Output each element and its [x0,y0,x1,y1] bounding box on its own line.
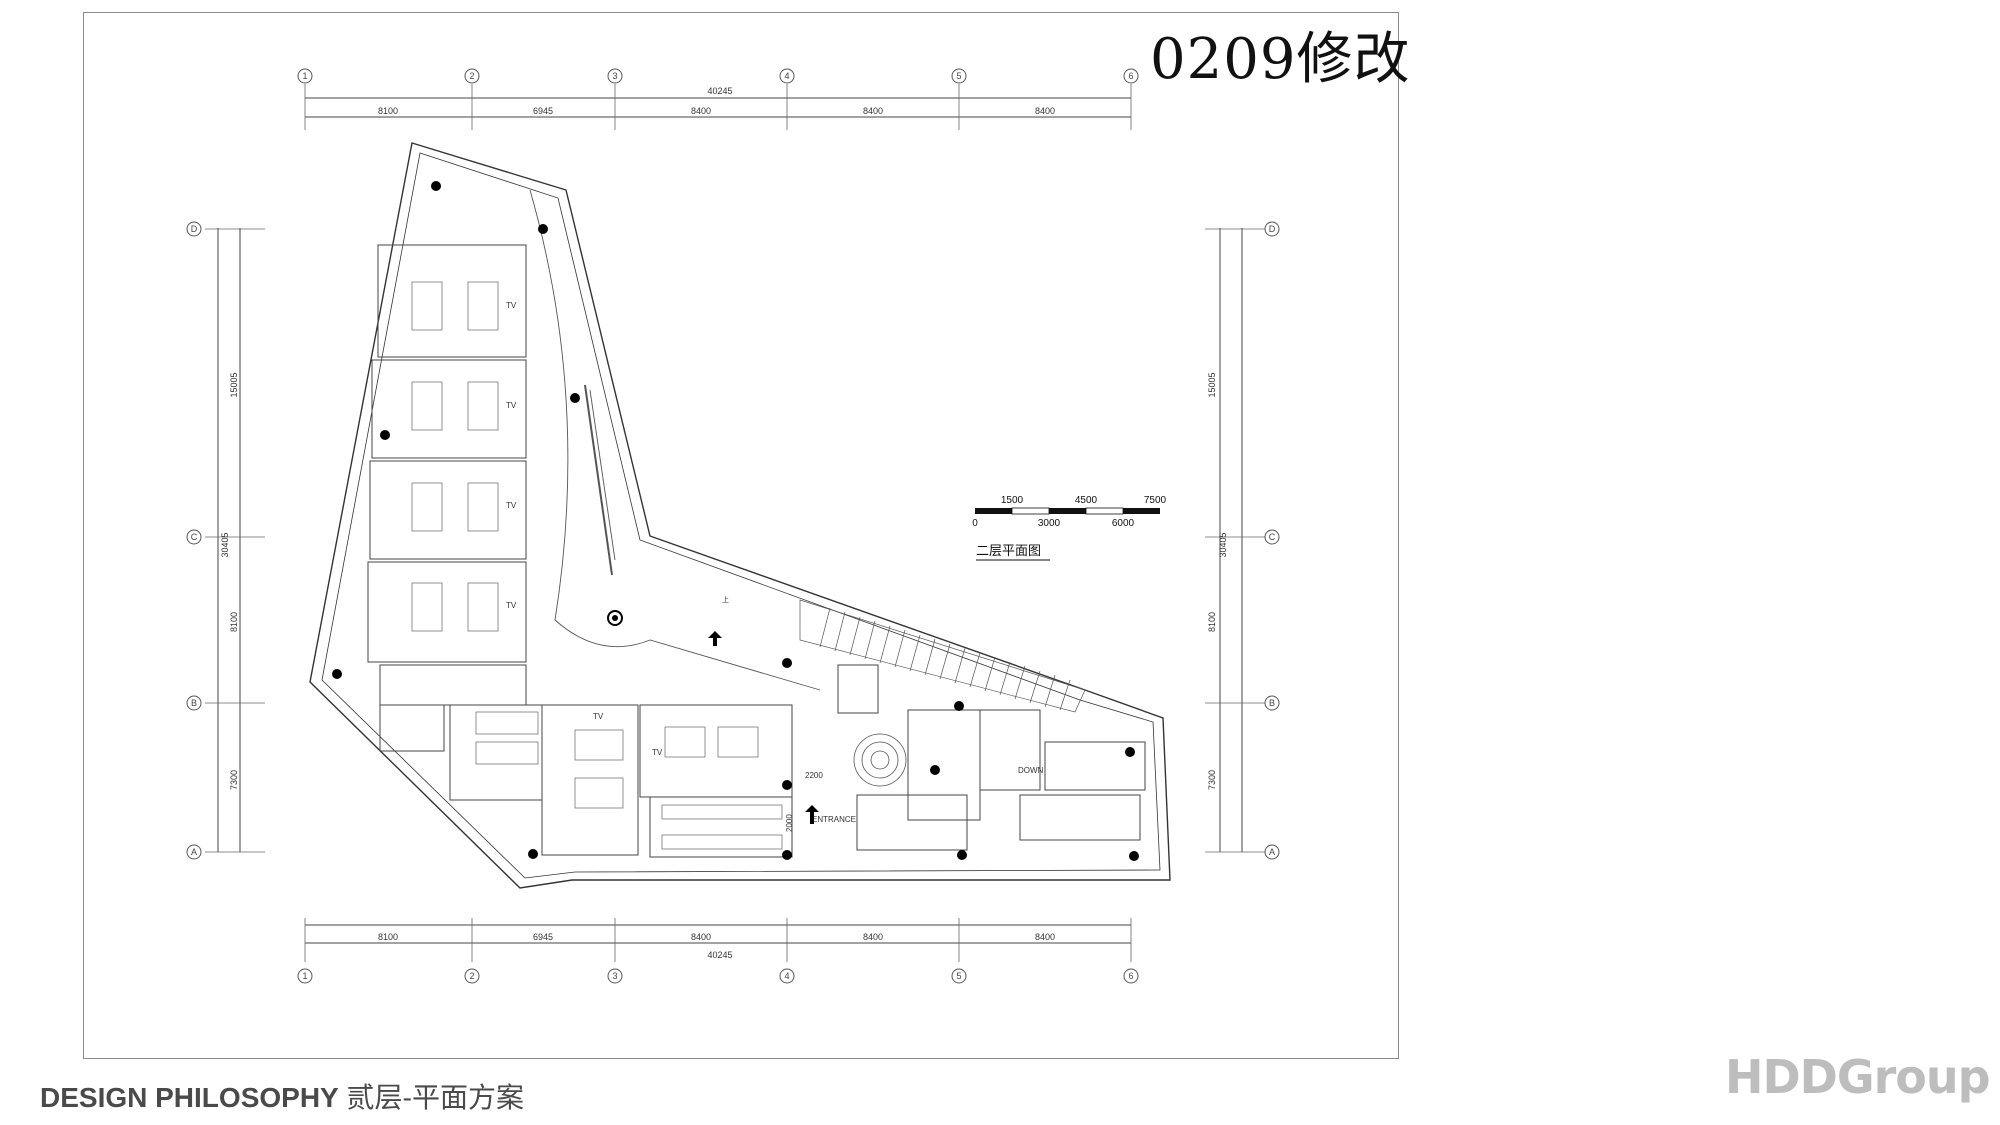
grid-bubbles-top [186,68,1280,984]
col-label-3: 3 [612,71,617,81]
dim-right-total: 30405 [1218,532,1228,557]
dim-left-3: 7300 [229,770,239,790]
dim-right-2: 8100 [1207,612,1217,632]
col-label-6-bottom: 6 [1128,971,1133,981]
scale-top-1: 1500 [1001,495,1024,506]
dim-top-2: 6945 [533,106,553,116]
col-label-4-bottom: 4 [784,971,789,981]
scale-top-2: 4500 [1075,495,1098,506]
col-label-3-bottom: 3 [612,971,617,981]
col-label-5: 5 [956,71,961,81]
entrance-label: ENTRANCE [812,815,856,824]
tv-label-1: TV [506,301,517,310]
corridor-column [607,610,623,626]
tv-label-3: TV [506,501,517,510]
round-feature [853,733,907,787]
footer-title-cn: 贰层-平面方案 [346,1081,524,1114]
col-label-5-bottom: 5 [956,971,961,981]
structural-columns [332,181,1139,861]
stair-hatch [799,599,1086,713]
dim-bottom-4: 8400 [863,932,883,942]
row-label-a-right: A [1269,847,1275,857]
scale-bottom-1: 0 [972,518,978,529]
dim-left-2: 8100 [229,612,239,632]
scale-bar: 1500 4500 7500 0 3000 6000 [972,495,1166,529]
col-label-2: 2 [469,71,474,81]
hdd-group-logo: HDDGroup [1725,1050,1991,1104]
col-label-4: 4 [784,71,789,81]
building-outline [309,142,1171,889]
dim-right-3: 7300 [1207,770,1217,790]
drawing-frame [83,12,1399,1059]
row-label-d-right: D [1269,224,1276,234]
up-arrow [708,631,819,824]
col-label-1-bottom: 1 [302,971,307,981]
dim-bottom-2: 6945 [533,932,553,942]
desk-clusters [411,281,783,850]
dim-top-4: 8400 [863,106,883,116]
tv-label-5: TV [593,712,604,721]
dim-2000: 2000 [785,814,794,832]
row-label-b: B [191,698,197,708]
footer-title-en: DESIGN PHILOSOPHY [40,1082,339,1113]
scale-top-3: 7500 [1144,495,1167,506]
tv-label-4: TV [506,601,517,610]
row-label-c: C [191,532,198,542]
tv-label-6: TV [652,748,663,757]
rooms [367,244,1146,858]
scale-bottom-3: 6000 [1112,518,1135,529]
dim-top-5: 8400 [1035,106,1055,116]
revision-stamp: 0209修改 [1150,27,1411,92]
dim-top-3: 8400 [691,106,711,116]
row-label-c-right: C [1269,532,1276,542]
row-label-a: A [191,847,197,857]
col-label-2-bottom: 2 [469,971,474,981]
col-label-1: 1 [302,71,307,81]
dim-bottom-5: 8400 [1035,932,1055,942]
stair-label: DOWN [1018,766,1044,775]
dim-2200: 2200 [805,771,823,780]
dim-left-total: 30405 [220,532,230,557]
footer-title: DESIGN PHILOSOPHY 贰层-平面方案 [40,1076,524,1116]
plan-title: 二层平面图 [976,544,1041,559]
dim-total-top: 40245 [707,86,732,96]
col-label-6: 6 [1128,71,1133,81]
dim-top-1: 8100 [378,106,398,116]
tv-label-2: TV [506,401,517,410]
dim-bottom-3: 8400 [691,932,711,942]
scale-bottom-2: 3000 [1038,518,1061,529]
row-label-b-right: B [1269,698,1275,708]
row-label-d: D [191,224,198,234]
up-label: 上 [722,595,729,604]
dim-total-bottom: 40245 [707,950,732,960]
dim-bottom-1: 8100 [378,932,398,942]
dim-right-1: 15005 [1207,372,1217,397]
dim-left-1: 15005 [229,372,239,397]
